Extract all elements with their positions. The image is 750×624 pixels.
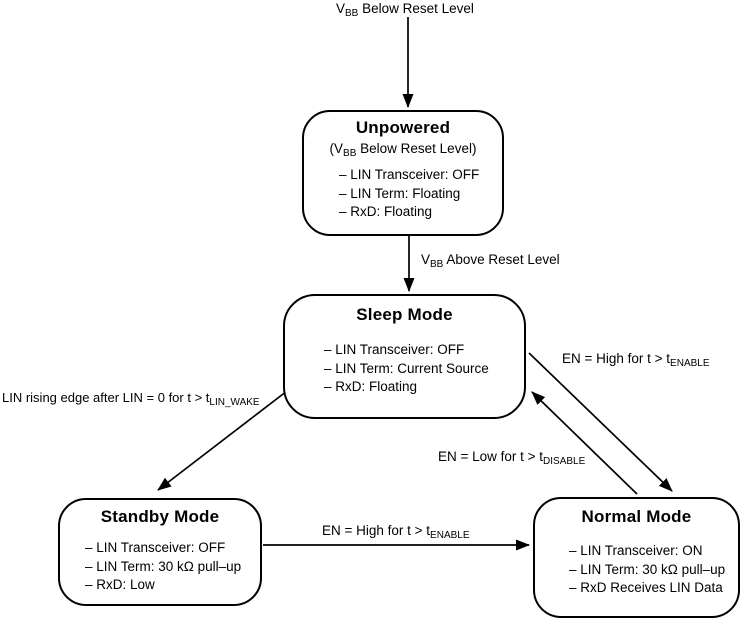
arrow-en-low-normal-to-sleep	[531, 391, 638, 495]
state-properties: – LIN Transceiver: OFF – LIN Term: 30 kΩ…	[85, 539, 260, 595]
state-title: Standby Mode	[100, 507, 220, 526]
state-property: – RxD Receives LIN Data	[569, 580, 723, 595]
state-property: – LIN Transceiver: ON	[569, 543, 703, 558]
state-sleep-mode: Sleep Mode – LIN Transceiver: OFF – LIN …	[283, 294, 526, 419]
label-text: Below Reset Level	[358, 1, 474, 16]
state-subtitle: (VBB Below Reset Level)	[304, 141, 502, 159]
state-title: Unpowered	[355, 118, 451, 137]
label-text: EN = High for t > t	[562, 351, 671, 366]
state-properties: – LIN Transceiver: ON – LIN Term: 30 kΩ …	[569, 542, 738, 598]
label-text: V	[336, 1, 346, 16]
state-property: – LIN Transceiver: OFF	[339, 167, 480, 182]
state-title: Normal Mode	[581, 507, 692, 526]
label-vbb-below-reset: VBB Below Reset Level	[336, 1, 474, 19]
label-text: V	[421, 252, 431, 267]
state-normal-mode: Normal Mode – LIN Transceiver: ON – LIN …	[533, 497, 740, 618]
label-subscript: BB	[430, 259, 444, 270]
label-en-high-standby-to-normal: EN = High for t > tENABLE	[322, 523, 470, 541]
label-subscript: BB	[345, 8, 359, 19]
label-subscript: ENABLE	[430, 530, 470, 541]
label-text: Above Reset Level	[443, 252, 560, 267]
state-title: Sleep Mode	[356, 305, 453, 324]
state-property: – RxD: Floating	[339, 204, 433, 219]
state-property: – LIN Term: Current Source	[324, 360, 489, 376]
state-properties: – LIN Transceiver: OFF – LIN Term: Float…	[339, 166, 502, 222]
label-vbb-above-reset: VBB Above Reset Level	[421, 252, 560, 270]
state-properties: – LIN Transceiver: OFF – LIN Term: Curre…	[324, 341, 524, 397]
state-unpowered: Unpowered (VBB Below Reset Level) – LIN …	[302, 110, 504, 236]
label-text: EN = High for t > t	[322, 523, 431, 538]
label-subscript: ENABLE	[670, 358, 710, 369]
subtitle-text: (V	[329, 141, 344, 156]
label-lin-wake: LIN rising edge after LIN = 0 for t > tL…	[2, 390, 260, 408]
label-subscript: DISABLE	[543, 456, 586, 467]
arrow-en-high-sleep-to-normal	[528, 352, 673, 492]
subtitle-subscript: BB	[343, 148, 357, 159]
subtitle-text: Below Reset Level)	[356, 141, 477, 156]
state-property: – LIN Transceiver: OFF	[85, 540, 226, 555]
arrow-lin-wake-sleep-to-standby	[157, 390, 288, 491]
state-property: – RxD: Low	[85, 577, 155, 592]
state-standby-mode: Standby Mode – LIN Transceiver: OFF – LI…	[58, 498, 262, 606]
label-en-high-sleep-to-normal: EN = High for t > tENABLE	[562, 351, 710, 369]
state-property: – LIN Term: Floating	[339, 185, 461, 201]
label-text: LIN rising edge after LIN = 0 for t > t	[2, 390, 210, 405]
state-property: – RxD: Floating	[324, 379, 418, 394]
label-text: EN = Low for t > t	[438, 449, 544, 464]
label-subscript: LIN_WAKE	[209, 397, 260, 408]
state-property: – LIN Term: 30 kΩ pull–up	[85, 558, 242, 574]
state-property: – LIN Term: 30 kΩ pull–up	[569, 561, 726, 577]
label-en-low-normal-to-sleep: EN = Low for t > tDISABLE	[438, 449, 586, 467]
state-property: – LIN Transceiver: OFF	[324, 342, 465, 357]
